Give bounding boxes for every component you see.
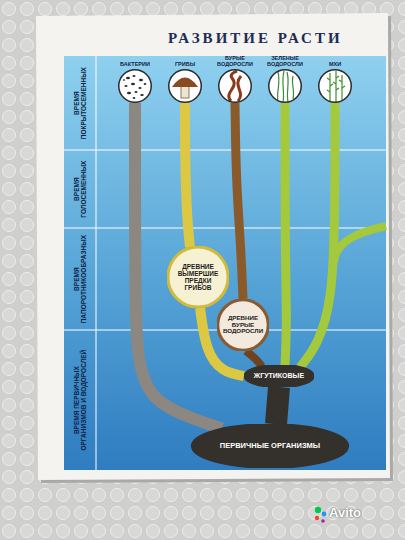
group-circle: БУРЫЕ ВОДОРОСЛИ bbox=[211, 55, 259, 103]
circle-outline bbox=[168, 69, 202, 103]
watermark: Avito bbox=[329, 505, 361, 520]
group-circle: ЗЕЛЕНЫЕ ВОДОРОСЛИ bbox=[261, 55, 309, 103]
organism-label: ЖГУТИКОВЫЕ bbox=[254, 372, 304, 380]
bacteria-picture bbox=[133, 75, 136, 77]
avito-logo bbox=[321, 519, 325, 523]
group-label: МХИ bbox=[311, 61, 359, 67]
bacteria-picture bbox=[131, 83, 135, 86]
shape-outline bbox=[192, 425, 347, 468]
group-circle: БАКТЕРИИ bbox=[111, 61, 159, 103]
mushroom-picture bbox=[172, 78, 198, 99]
lineage-branch bbox=[185, 103, 190, 247]
avito-logo bbox=[315, 507, 321, 513]
bacteria-picture bbox=[123, 75, 147, 99]
sky-background bbox=[64, 56, 386, 470]
era-label: ВРЕМЯ ГОЛОСЕМЕННЫХ bbox=[73, 153, 87, 225]
era-band: ВРЕМЯ ГОЛОСЕМЕННЫХ bbox=[64, 150, 96, 228]
organism-oval: ЖГУТИКОВЫЕ bbox=[244, 365, 314, 387]
brown-algae-picture bbox=[229, 71, 237, 101]
era-label: ВРЕМЯ ПЕРВИЧНЫХ ОРГАНИЗМОВ И ВОДОРОСЛЕЙ bbox=[73, 346, 87, 454]
shape-outline bbox=[218, 300, 268, 350]
bacteria-picture bbox=[139, 79, 143, 81]
ancestor-circle: ДРЕВНИЕ БУРЫЕ ВОДОРОСЛИ bbox=[217, 299, 269, 351]
group-circle: МХИ bbox=[311, 61, 359, 103]
shape-outline bbox=[245, 365, 313, 386]
lineage-branch bbox=[246, 351, 262, 367]
organism-label: ПЕРВИЧНЫЕ ОРГАНИЗМЫ bbox=[220, 442, 320, 450]
bacteria-picture bbox=[144, 83, 147, 85]
bacteria-picture bbox=[138, 87, 141, 89]
fern-branch bbox=[334, 226, 386, 262]
group-picture bbox=[119, 70, 152, 103]
avito-logo bbox=[315, 507, 327, 523]
group-label: ГРИБЫ bbox=[161, 61, 209, 67]
circle-outline bbox=[269, 70, 302, 103]
circle-outline bbox=[118, 69, 152, 103]
moss-picture bbox=[330, 71, 342, 102]
green-algae-picture bbox=[278, 71, 294, 102]
group-picture bbox=[219, 70, 252, 103]
circle-outline bbox=[119, 70, 152, 103]
era-band: ВРЕМЯ ПОКРЫТОСЕМЕННЫХ bbox=[64, 56, 96, 150]
bacteria-picture bbox=[127, 92, 131, 94]
lineage-branch bbox=[285, 103, 286, 365]
era-label: ВРЕМЯ ПОКРЫТОСЕМЕННЫХ bbox=[73, 61, 87, 145]
bacteria-picture bbox=[126, 77, 130, 79]
group-label: БУРЫЕ ВОДОРОСЛИ bbox=[211, 55, 259, 67]
brown-algae-picture bbox=[229, 71, 241, 101]
avito-logo bbox=[315, 516, 319, 520]
bacteria-picture bbox=[133, 97, 136, 99]
green-algae-picture bbox=[287, 72, 288, 102]
era-label: ВРЕМЯ ПАПОРОТНИКООБРАЗНЫХ bbox=[73, 231, 87, 327]
circle-outline bbox=[319, 70, 352, 103]
bacteria-picture bbox=[125, 85, 128, 87]
mushroom-picture bbox=[172, 78, 198, 88]
group-picture bbox=[119, 70, 352, 103]
era-divider bbox=[64, 56, 386, 470]
circle-outline bbox=[268, 69, 302, 103]
shape-outline bbox=[168, 247, 228, 307]
group-picture bbox=[319, 70, 352, 103]
group-label: БАКТЕРИИ bbox=[111, 61, 159, 67]
era-band: ВРЕМЯ ПАПОРОТНИКООБРАЗНЫХ bbox=[64, 228, 96, 330]
lineage-branch bbox=[300, 103, 335, 367]
group-label: ЗЕЛЕНЫЕ ВОДОРОСЛИ bbox=[261, 55, 309, 67]
moss-picture bbox=[327, 76, 345, 92]
circle-outline bbox=[218, 69, 252, 103]
ancestor-circle: ДРЕВНИЕ ВЫМЕРШИЕ ПРЕДКИ ГРИБОВ bbox=[167, 246, 229, 308]
moss-picture bbox=[327, 71, 345, 102]
group-circle: ГРИБЫ bbox=[161, 61, 209, 103]
green-algae-picture bbox=[292, 76, 293, 99]
circle-outline bbox=[169, 70, 202, 103]
poster-paper bbox=[36, 13, 390, 480]
ancestor-label: ДРЕВНИЕ ВЫМЕРШИЕ ПРЕДКИ ГРИБОВ bbox=[172, 263, 224, 292]
circle-outline bbox=[219, 70, 252, 103]
group-picture bbox=[269, 70, 302, 103]
lineage-branch bbox=[276, 387, 279, 424]
era-divider bbox=[96, 56, 97, 470]
bacteria-picture bbox=[140, 94, 144, 96]
brown-algae-picture bbox=[238, 76, 241, 101]
poster-title: РАЗВИТИЕ РАСТИ bbox=[168, 30, 343, 47]
ancestor-label: ДРЕВНИЕ БУРЫЕ ВОДОРОСЛИ bbox=[222, 315, 264, 335]
green-algae-picture bbox=[278, 72, 279, 101]
circle-outline bbox=[318, 69, 352, 103]
era-band: ВРЕМЯ ПЕРВИЧНЫХ ОРГАНИЗМОВ И ВОДОРОСЛЕЙ bbox=[64, 330, 96, 470]
lineage-branch bbox=[235, 103, 243, 299]
bacteria-picture bbox=[123, 79, 125, 81]
poster-shadow bbox=[39, 16, 393, 483]
bacteria-picture bbox=[135, 91, 138, 93]
green-algae-picture bbox=[283, 71, 284, 102]
group-picture bbox=[169, 70, 202, 103]
avito-logo bbox=[322, 512, 327, 517]
organism-oval: ПЕРВИЧНЫЕ ОРГАНИЗМЫ bbox=[190, 424, 350, 468]
